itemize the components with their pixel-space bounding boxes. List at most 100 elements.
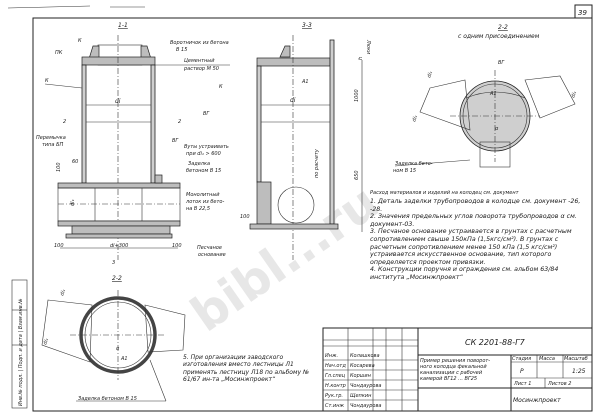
label-section-2-2-title: 2-2 — [112, 275, 122, 282]
label-section-1-1-labels-sand2: основание — [198, 252, 226, 258]
side-stamp: Инв.№ подл. | Подп. и дата | Взам.инв.№ — [11, 279, 28, 409]
label-title-block-staff-4-name: Чондаурова — [350, 403, 381, 409]
label-title-block-sheet: Лист 1 — [513, 381, 531, 387]
label-title-block-staff-1-role: Гл.спец — [325, 373, 346, 379]
label-section-3-3-labels-dim-650: 650 — [354, 170, 360, 180]
label-section-1-1-labels-mortar-grade: раствор М 50 — [183, 66, 219, 72]
label-section-1-1-labels-dim-100-l: 100 — [54, 243, 64, 249]
note-5: 5. При организации заводского изготовлен… — [183, 354, 310, 384]
label-section-1-1-labels-dim-60: 60 — [72, 159, 78, 165]
label-section-2-2-labels-di1b: di₁ — [42, 337, 50, 345]
label-section-3-3-title: 3-3 — [302, 22, 312, 29]
label-section-2-2-single-labels-bg: ВГ — [498, 60, 505, 66]
label-section-1-1-labels-section-2-right: 2 — [178, 119, 181, 125]
label-section-1-1-title: 1-1 — [118, 22, 128, 29]
sheet-frame — [32, 17, 593, 412]
label-section-2-2-labels-seal: Заделка бетоном B 15 — [78, 396, 137, 402]
label-section-1-1-labels-collar: Воротничок из бетона — [170, 40, 229, 46]
label-section-1-1-labels-section-3: 3 — [112, 260, 115, 266]
notes: Расход материалов и изделий на колодец с… — [183, 190, 581, 384]
label-section-2-2-single-title: 2-2 — [498, 24, 508, 31]
label-section-1-1-labels-sand: Песчаное — [197, 245, 222, 251]
label-title-block-organization: Мосинжпроект — [513, 397, 561, 404]
label-title-block-staff-4-role: Ст.инж — [325, 403, 345, 409]
label-title-block-staff-2-name: Чондаурова — [350, 383, 381, 389]
label-section-1-1-labels-section-2-left: 2 — [63, 119, 66, 125]
label-title-block-staff-2-role: Н.контр — [325, 383, 346, 389]
label-section-2-2-single-labels-di1c: di₁ — [570, 90, 578, 98]
label-title-block-staff-3-name: Щепкин — [350, 393, 372, 399]
label-title-block-staff-0-role: Нач.отд — [325, 363, 346, 369]
label-section-3-3-labels-bg: ВГ — [203, 111, 210, 117]
label-section-2-2-single-labels-di1: di₁ — [426, 70, 434, 78]
label-title-block-stage: Р — [520, 368, 524, 375]
label-section-3-3-labels-dim-100: 100 — [240, 214, 250, 220]
label-section-1-1-labels-hunch-cond: при di₁ > 600 — [186, 151, 221, 157]
section-1-1: 1-1 di К ПК К Воротничок из бетона B 15 … — [36, 22, 230, 266]
label-title-block-headers-scale: Масштаб — [564, 356, 588, 362]
section-2-2-single: 2-2 с одним присоединением ВГ А1 α di₁ d… — [393, 24, 578, 174]
label-section-2-2-labels-di1a: di₁ — [59, 288, 67, 296]
label-section-3-3-labels-vertical: по расчету — [314, 148, 320, 178]
label-section-2-2-single-labels-di1b: di₁ — [411, 114, 419, 122]
label-section-3-3-labels-k: К — [219, 84, 223, 90]
note-2: 2. Значения предельных углов поворота тр… — [370, 213, 577, 228]
label-section-1-1-labels-tray-grade: на B 22,5 — [186, 206, 210, 212]
label-title-block-description-0: Пример решения поворот- — [420, 358, 490, 364]
label-section-1-1-labels-dim-di300: di+300 — [110, 243, 128, 249]
doc-code: СК 2201-88-Г7 — [465, 338, 526, 347]
label-title-block-headers-mass: Масса — [539, 356, 555, 362]
label-title-block-sheets: Листов 2 — [547, 381, 571, 387]
label-section-1-1-labels-dim-100a: 100 — [56, 162, 62, 172]
label-section-1-1-labels-mortar: Цементный — [184, 58, 215, 64]
section-2-2: 2-2 А1 α di₁ di₁ Заделка бетоном B 15 — [41, 275, 186, 402]
label-title-block-staff-1-name: Коршин — [350, 373, 372, 379]
label-notes-header: Расход материалов и изделий на колодец с… — [370, 190, 520, 196]
page-number-box — [574, 4, 593, 19]
label-section-1-1-labels-hunch: Вуты устраивать — [184, 144, 229, 150]
label-side-stamp-text: Инв.№ подл. | Подп. и дата | Взам.инв.№ — [18, 299, 24, 406]
label-section-1-1-labels-bg: ВГ — [172, 138, 179, 144]
label-title-block-headers-stage: Стадия — [512, 356, 531, 362]
label-section-1-1-labels-seal-grade: бетоном B 15 — [186, 168, 221, 174]
label-section-1-1-labels-pk: ПК — [55, 50, 63, 56]
label-title-block-staff-3-role: Рук.гр. — [325, 393, 343, 399]
label-section-3-3-labels-dim-h: h — [358, 57, 364, 60]
label-section-2-2-labels-alpha: α — [116, 346, 120, 352]
label-title-block-staff-5-name: Колашкова — [350, 353, 380, 359]
label-section-1-1-labels-k-top: К — [78, 38, 82, 44]
label-section-1-1-labels-k-side: К — [45, 78, 49, 84]
label-section-1-1-labels-seal: Заделка — [188, 161, 210, 167]
label-title-block-scale: 1:25 — [572, 368, 586, 375]
label-section-1-1-labels-collar-grade: B 15 — [176, 47, 187, 53]
label-section-3-3-labels-dim-1000: 1000 — [354, 89, 360, 102]
note-3: 3. Песчаное основание устраивается в гру… — [370, 228, 572, 266]
label-title-block-description-1: ного колодца фекальной — [420, 364, 487, 370]
page-number: 39 — [578, 9, 587, 17]
label-title-block-staff-0-name: Косарева — [350, 363, 375, 369]
label-section-1-1-labels-dim-100-r: 100 — [172, 243, 182, 249]
label-section-1-1-labels-di: di — [115, 98, 121, 105]
note-1: 1. Деталь заделки трубопроводов в колодц… — [370, 198, 581, 213]
label-section-2-2-single-labels-alpha: α — [495, 126, 499, 132]
label-title-block-description-3: камерой ВГ12 ... ВГ25 — [420, 376, 477, 382]
label-section-1-1-labels-lintel: Перемычка — [36, 135, 66, 141]
label-section-1-1-labels-tray: Монолитный — [186, 192, 220, 198]
label-section-2-2-single-subtitle: с одним присоединением — [458, 33, 540, 40]
label-section-2-2-single-labels-seal2: ном B 15 — [393, 168, 416, 174]
label-section-3-3-labels-a1: А1 — [301, 79, 309, 85]
label-section-1-1-labels-dim-di1: di₁ — [70, 199, 76, 206]
label-title-block-description-2: канализации с рабочей — [420, 370, 483, 376]
label-section-1-1-labels-tray-mat: лоток из бето- — [185, 199, 224, 205]
label-section-1-1-labels-lintel-type: типа БП — [42, 142, 64, 148]
label-section-2-2-single-labels-seal: Заделка бето- — [395, 161, 433, 167]
label-title-block-staff-5-role: Инж. — [325, 353, 338, 359]
note-4: 4. Конструкции поручня и ограждения см. … — [370, 266, 559, 281]
section-3-3: 3-3 di К ВГ А1 1000 650 h по расчету Люк… — [203, 22, 371, 260]
label-section-2-2-single-labels-a1: А1 — [489, 91, 497, 97]
label-section-3-3-labels-di: di — [290, 97, 296, 104]
label-section-3-3-labels-hatches: Люки — [365, 39, 371, 55]
